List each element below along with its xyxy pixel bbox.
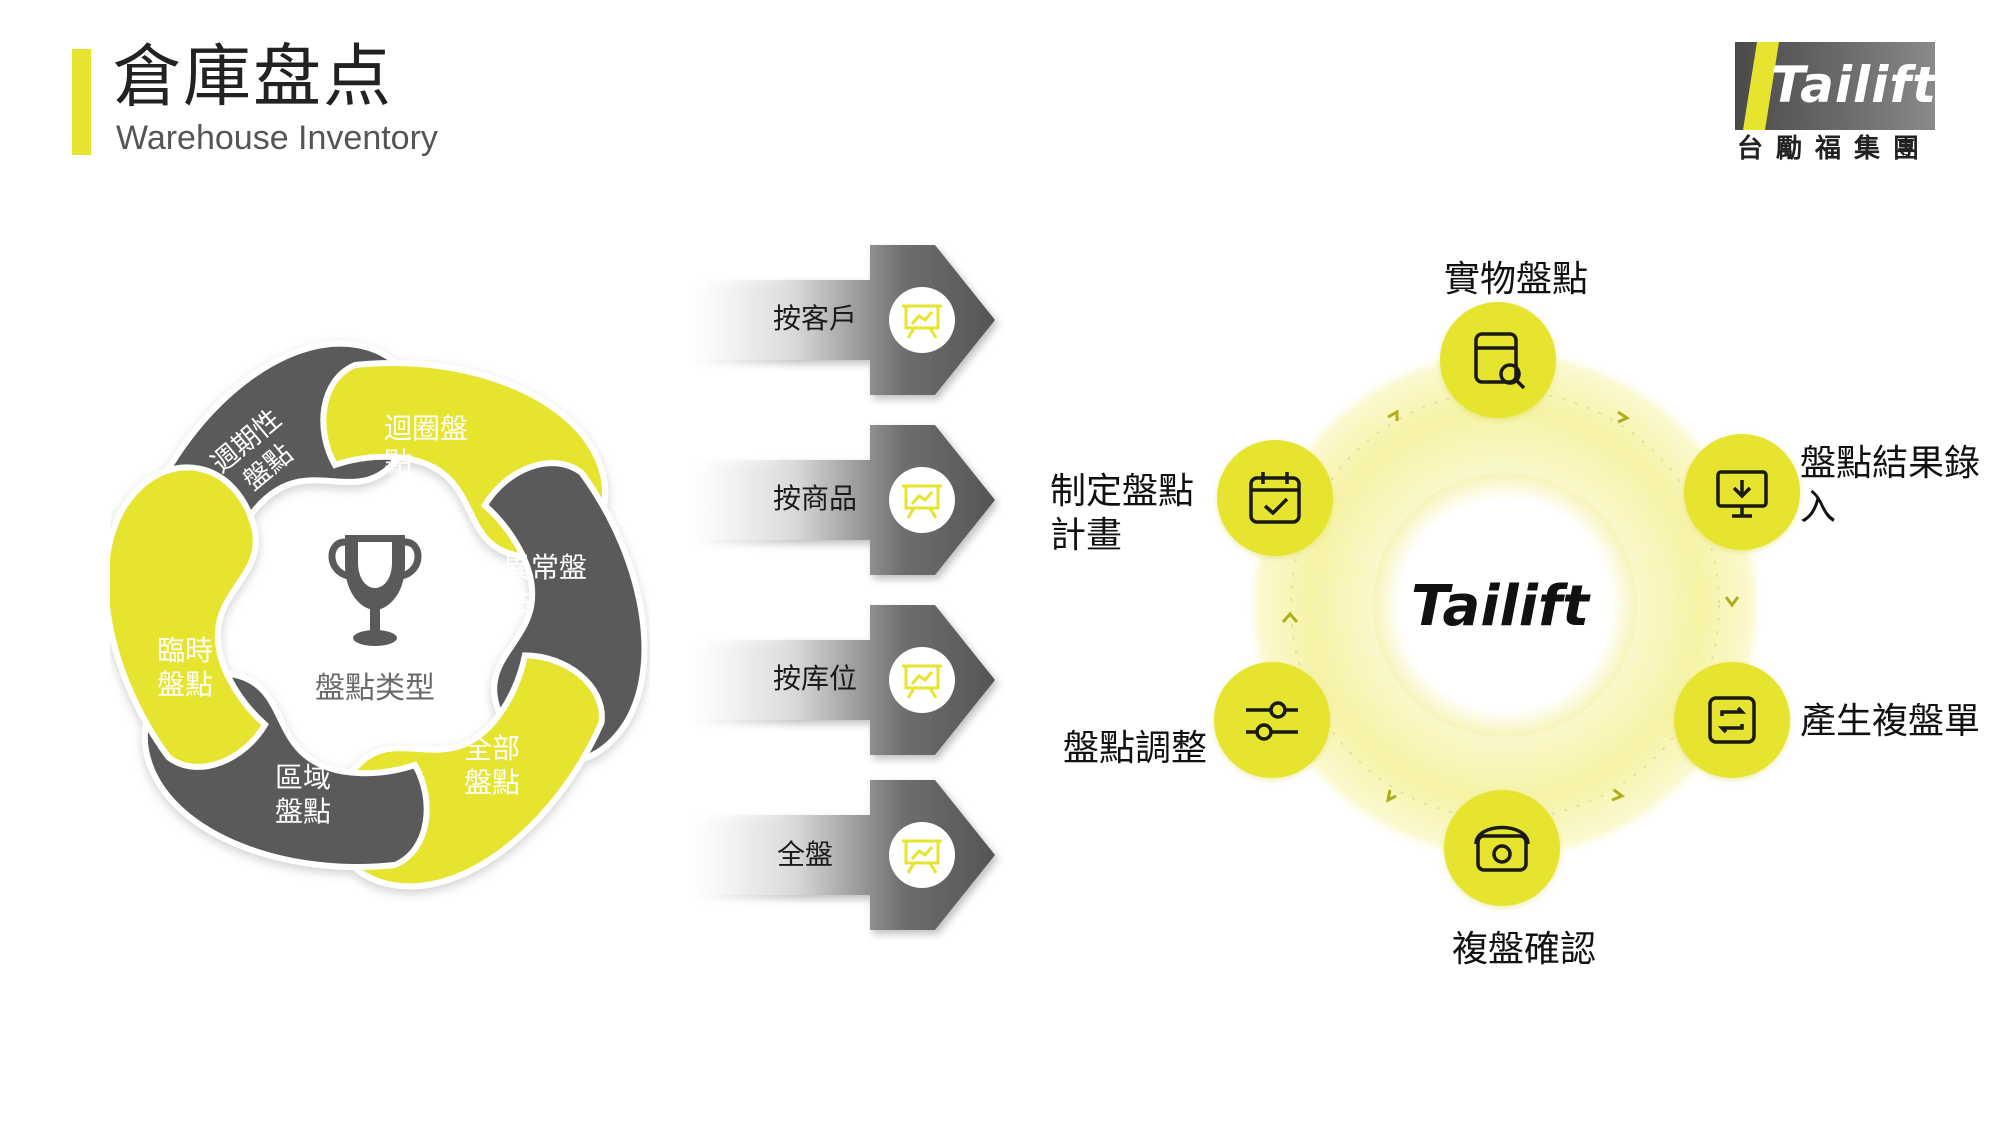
step-label-plan: 制定盤點計畫 (1050, 471, 1195, 556)
inventory-type-cycle: 盤點类型 週期性 盤點 迴圈盤 點 異常盤 點 全部 盤點 區域 盤點 臨時 盤… (110, 340, 648, 890)
sliders-icon (1246, 701, 1298, 741)
presentation-chart-icon (902, 304, 942, 339)
cycle-segment-temporary (110, 464, 269, 770)
telephone-icon (1474, 825, 1530, 872)
process-ring-center (1373, 473, 1637, 737)
segment-label-exception-2: 點 (503, 585, 531, 618)
presentation-chart-icon (902, 484, 942, 519)
arrow-by-location (690, 605, 995, 755)
step-node-generate-recount (1674, 662, 1790, 778)
step-node-physical-count (1440, 302, 1556, 418)
step-label-recount-confirm: 複盤確認 (1452, 929, 1597, 970)
trophy-icon (328, 535, 422, 646)
arrow-by-customer (690, 245, 995, 395)
arrow-label-full-count: 全盤 (777, 838, 834, 871)
step-label-physical-count: 實物盤點 (1444, 259, 1589, 300)
step-label-adjustment: 盤點調整 (1063, 728, 1208, 769)
step-node-plan (1217, 440, 1333, 556)
cycle-center-label: 盤點类型 (315, 671, 435, 706)
center-logo-wordmark: Tailift (1411, 574, 1591, 639)
step-node-recount-confirm (1444, 790, 1560, 906)
segment-label-temporary-1: 臨時 (157, 634, 213, 667)
segment-label-loop-2: 點 (384, 446, 412, 479)
search-document-icon (1474, 332, 1526, 390)
calendar-check-icon (1249, 472, 1301, 524)
logo-wordmark: Tailift (1771, 56, 1937, 114)
page-title: 倉庫盘点 (113, 38, 394, 117)
refresh-square-icon (1708, 696, 1756, 744)
step-node-adjustment (1214, 662, 1330, 778)
process-ring-track (1290, 390, 1720, 820)
segment-label-full-2: 盤點 (464, 766, 520, 799)
segment-label-exception-1: 異常盤 (503, 551, 587, 584)
segment-label-loop-1: 迴圈盤 (384, 412, 468, 445)
step-label-result-entry: 盤點結果錄入 (1800, 443, 1981, 528)
logo-badge: Tailift (1735, 42, 1937, 130)
segment-label-full-1: 全部 (464, 732, 520, 765)
arrow-by-product (690, 425, 995, 575)
segment-label-zone-2: 盤點 (275, 795, 331, 828)
logo-slash-icon (1743, 42, 1779, 130)
arrow-label-by-customer: 按客戶 (773, 302, 858, 335)
title-accent-bar (72, 49, 91, 155)
inventory-process-ring: Tailift (1214, 302, 1800, 906)
presentation-chart-icon (902, 664, 942, 699)
company-logo: Tailift 台勵福集團 (1733, 40, 1943, 168)
arrow-label-by-product: 按商品 (773, 482, 858, 515)
inventory-method-arrows (690, 245, 995, 930)
download-monitor-icon (1716, 470, 1768, 518)
ring-direction-chevrons (1281, 409, 1740, 803)
step-label-generate-recount: 產生複盤單 (1800, 701, 1981, 742)
logo-subtitle: 台勵福集團 (1737, 134, 1933, 164)
arrow-full-count (690, 780, 995, 930)
segment-label-zone-1: 區域 (275, 761, 331, 794)
page-subtitle: Warehouse Inventory (116, 119, 438, 157)
segment-label-temporary-2: 盤點 (157, 668, 213, 701)
presentation-chart-icon (902, 839, 942, 874)
arrow-label-by-location: 按库位 (773, 662, 858, 695)
